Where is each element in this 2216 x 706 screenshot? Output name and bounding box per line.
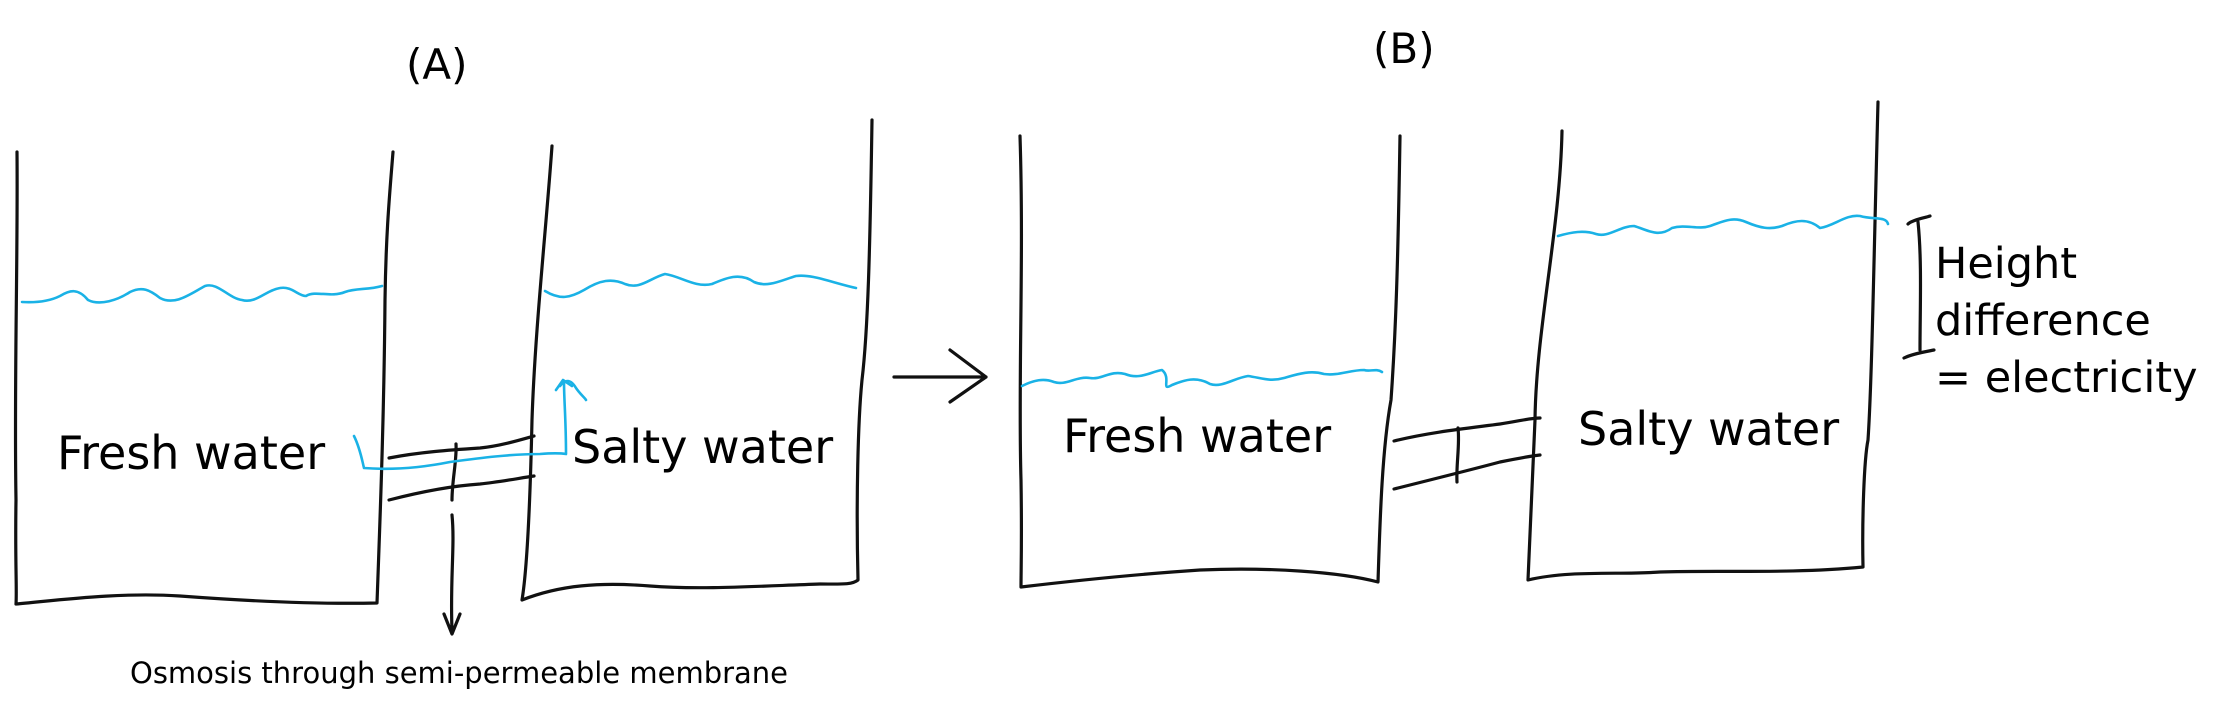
pipe-b-bottom [1392,453,1542,491]
water-level-b-salty [1556,214,1890,238]
panel-a-letter: (A) [406,40,468,89]
arrow-down-icon [442,513,462,636]
tank-a-fresh [13,150,395,606]
membrane-a [450,442,458,502]
note-line-3: = electricity [1935,353,2198,403]
water-level-a-fresh [20,284,384,304]
tank-b-fresh [1018,134,1402,589]
flow-arrow-tip-icon [558,379,588,402]
tank-b-fresh-label: Fresh water [1063,409,1332,463]
tank-b-salty-label: Salty water [1578,402,1840,456]
pipe-a-bottom [387,474,536,502]
tank-a-salty-label: Salty water [572,420,834,474]
pipe-b-top [1392,416,1542,443]
arrow-right-icon [892,348,988,404]
tank-a-fresh-label: Fresh water [57,426,326,480]
pipe-a-top [387,434,536,460]
membrane-caption: Osmosis through semi-permeable membrane [130,656,789,690]
membrane-b [1455,426,1461,484]
panel-b-letter: (B) [1373,24,1435,73]
water-level-b-fresh [1020,368,1384,389]
tank-b-salty [1526,100,1880,582]
bracket-icon [1902,214,1936,360]
note-line-2: difference [1935,296,2151,346]
note-line-1: Height [1935,239,2078,289]
height-difference-note: Height difference = electricity [1935,236,2198,407]
tank-a-salty [520,118,874,602]
flow-arrow-icon [352,378,574,471]
water-level-a-salty [543,272,858,299]
